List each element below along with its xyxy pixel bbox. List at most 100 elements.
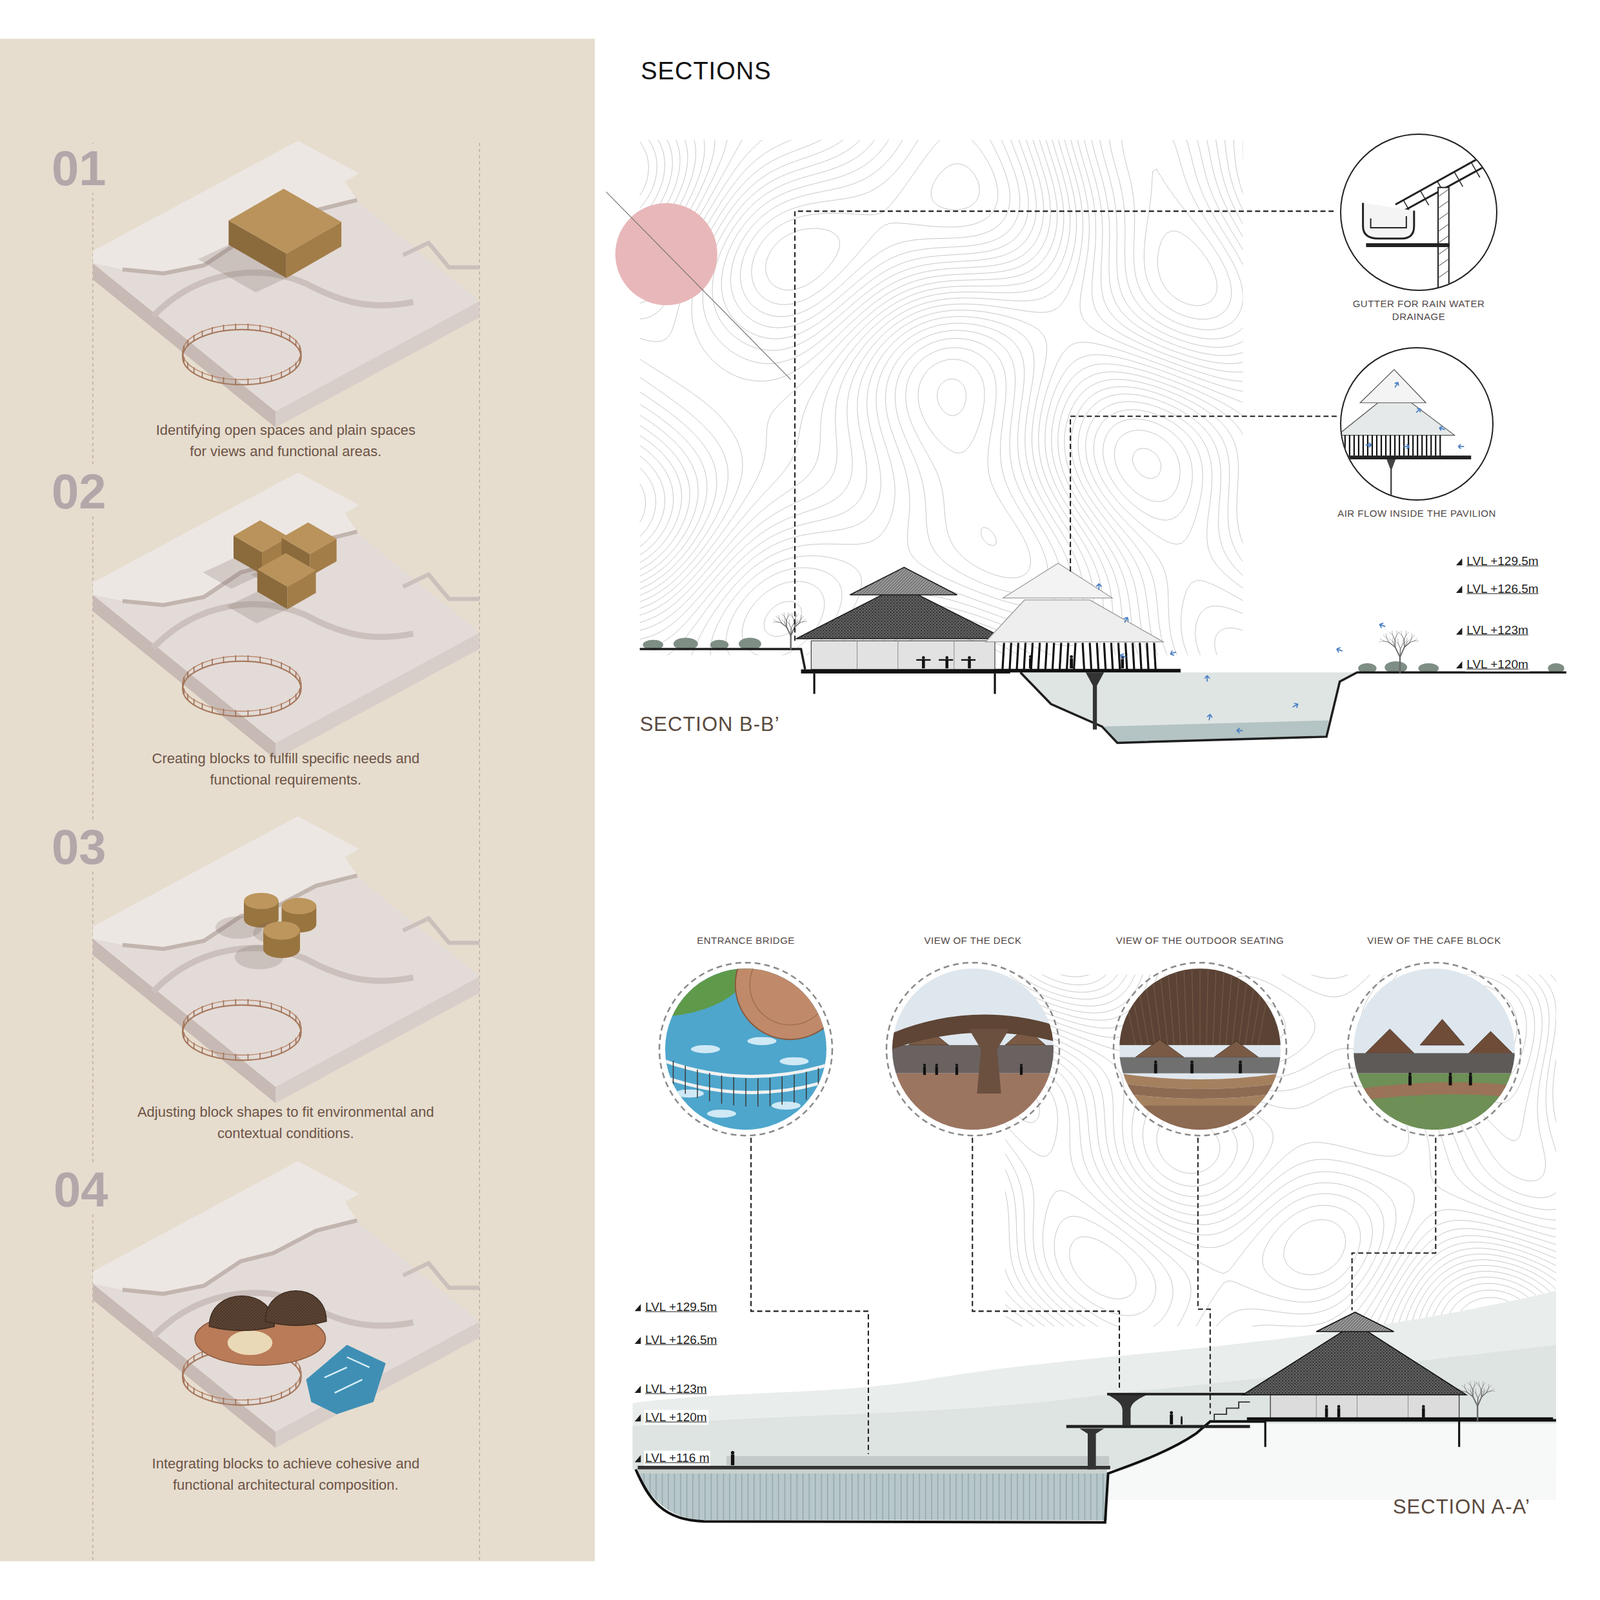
massing-diagram bbox=[234, 1054, 237, 1060]
topography-lines bbox=[1005, 974, 1557, 1327]
massing-diagram bbox=[259, 1397, 261, 1404]
callout-graphic bbox=[1438, 425, 1446, 433]
earth bbox=[1108, 1423, 1557, 1500]
pavilion-columns bbox=[1016, 642, 1019, 670]
callout-graphic bbox=[1113, 962, 1287, 1136]
tree bbox=[1483, 1389, 1488, 1393]
massing-diagram bbox=[299, 1365, 301, 1372]
massing-diagram bbox=[289, 698, 291, 705]
callout-graphic bbox=[886, 962, 1060, 1136]
airflow-arrow bbox=[1121, 616, 1130, 624]
massing-diagram bbox=[183, 345, 185, 351]
massing-diagram bbox=[193, 1355, 195, 1362]
topography-lines bbox=[1005, 974, 1557, 1327]
massing-diagram bbox=[223, 324, 225, 331]
callout-graphic bbox=[1183, 968, 1188, 1046]
pavilion-columns bbox=[1045, 642, 1047, 670]
topography-lines bbox=[640, 140, 1244, 656]
tree bbox=[789, 614, 793, 617]
callout-graphic bbox=[1438, 189, 1450, 197]
massing-diagram bbox=[247, 378, 250, 385]
tree bbox=[1411, 633, 1413, 638]
massing-diagram bbox=[92, 140, 480, 1448]
topography-lines bbox=[640, 140, 1218, 306]
callout-graphic bbox=[1488, 153, 1497, 169]
massing-diagram bbox=[300, 682, 302, 689]
callout-graphic bbox=[892, 1073, 1054, 1131]
tree bbox=[779, 618, 782, 624]
callout-graphic bbox=[1363, 203, 1415, 239]
tree bbox=[1458, 1390, 1462, 1392]
topography-lines bbox=[640, 140, 1244, 656]
callout-graphic bbox=[1214, 1041, 1259, 1058]
cafe-wall bbox=[810, 640, 995, 670]
massing-diagram bbox=[234, 710, 237, 717]
topography-lines bbox=[640, 140, 1244, 656]
topography-lines bbox=[1021, 974, 1553, 1327]
callout-graphic bbox=[1438, 235, 1450, 244]
massing-diagram bbox=[289, 1010, 291, 1017]
massing-diagram bbox=[201, 330, 204, 337]
massing-diagram bbox=[211, 327, 213, 333]
topography-lines bbox=[1005, 974, 1557, 1327]
massing-diagram bbox=[295, 693, 297, 700]
callout-graphic bbox=[1341, 134, 1500, 297]
tree bbox=[1489, 1385, 1492, 1388]
people bbox=[1421, 1405, 1426, 1409]
callout-graphic bbox=[1353, 1052, 1515, 1073]
callout-circle: VIEW OF THE OUTDOOR SEATING bbox=[1110, 934, 1290, 1137]
window-mullion bbox=[857, 640, 955, 670]
airflow-arrow bbox=[1119, 652, 1128, 660]
people bbox=[1069, 658, 1073, 669]
pavilion-columns bbox=[1118, 642, 1120, 670]
leader-line bbox=[750, 1137, 1436, 1454]
tree bbox=[1482, 1381, 1484, 1386]
massing-diagram bbox=[259, 1052, 261, 1059]
airflow-arrow bbox=[1096, 583, 1386, 734]
pavilion-columns bbox=[1140, 642, 1142, 670]
topography-lines bbox=[984, 954, 1577, 1348]
callout-graphic bbox=[1206, 968, 1209, 1046]
pavilion-pier bbox=[1085, 672, 1104, 730]
topography-lines bbox=[640, 140, 1244, 656]
topography-lines bbox=[1005, 974, 1557, 1327]
callout-graphic bbox=[1349, 435, 1351, 457]
tree bbox=[1491, 1390, 1495, 1392]
tree bbox=[1483, 1382, 1486, 1386]
massing-diagram bbox=[259, 709, 261, 715]
people bbox=[945, 656, 949, 660]
massing-diagram bbox=[223, 1000, 225, 1006]
pavilion-columns bbox=[1110, 642, 1113, 670]
topography-lines bbox=[640, 140, 1244, 656]
tree bbox=[1404, 642, 1411, 648]
topography-lines bbox=[640, 140, 1244, 656]
topography-lines bbox=[1005, 974, 1557, 1327]
massing-diagram bbox=[403, 574, 480, 599]
massing-diagram bbox=[181, 350, 184, 357]
pavilion-columns bbox=[1125, 642, 1128, 670]
tree bbox=[776, 616, 779, 619]
callout-graphic bbox=[1151, 968, 1162, 1046]
floor-slab bbox=[801, 669, 1011, 674]
cafe-floor bbox=[1247, 1417, 1553, 1421]
callout-graphic bbox=[1416, 435, 1419, 457]
tree bbox=[791, 612, 793, 617]
callout-graphic bbox=[1386, 459, 1396, 496]
tree bbox=[786, 627, 791, 636]
topography-lines bbox=[640, 140, 1232, 417]
tree bbox=[1409, 640, 1415, 642]
tree bbox=[1399, 649, 1401, 658]
tree bbox=[1401, 630, 1402, 635]
topography-lines bbox=[1005, 974, 1557, 1327]
massing-diagram bbox=[201, 371, 204, 378]
tree bbox=[1483, 1388, 1485, 1393]
pavilion-columns bbox=[1103, 642, 1106, 670]
topography-lines bbox=[640, 140, 1244, 656]
callout-graphic bbox=[757, 1078, 759, 1107]
massing-diagram bbox=[234, 323, 237, 330]
deck-pier bbox=[1079, 1428, 1104, 1470]
callout-graphic bbox=[696, 1069, 699, 1099]
tree bbox=[1394, 640, 1399, 643]
massing-diagram bbox=[324, 1367, 348, 1378]
